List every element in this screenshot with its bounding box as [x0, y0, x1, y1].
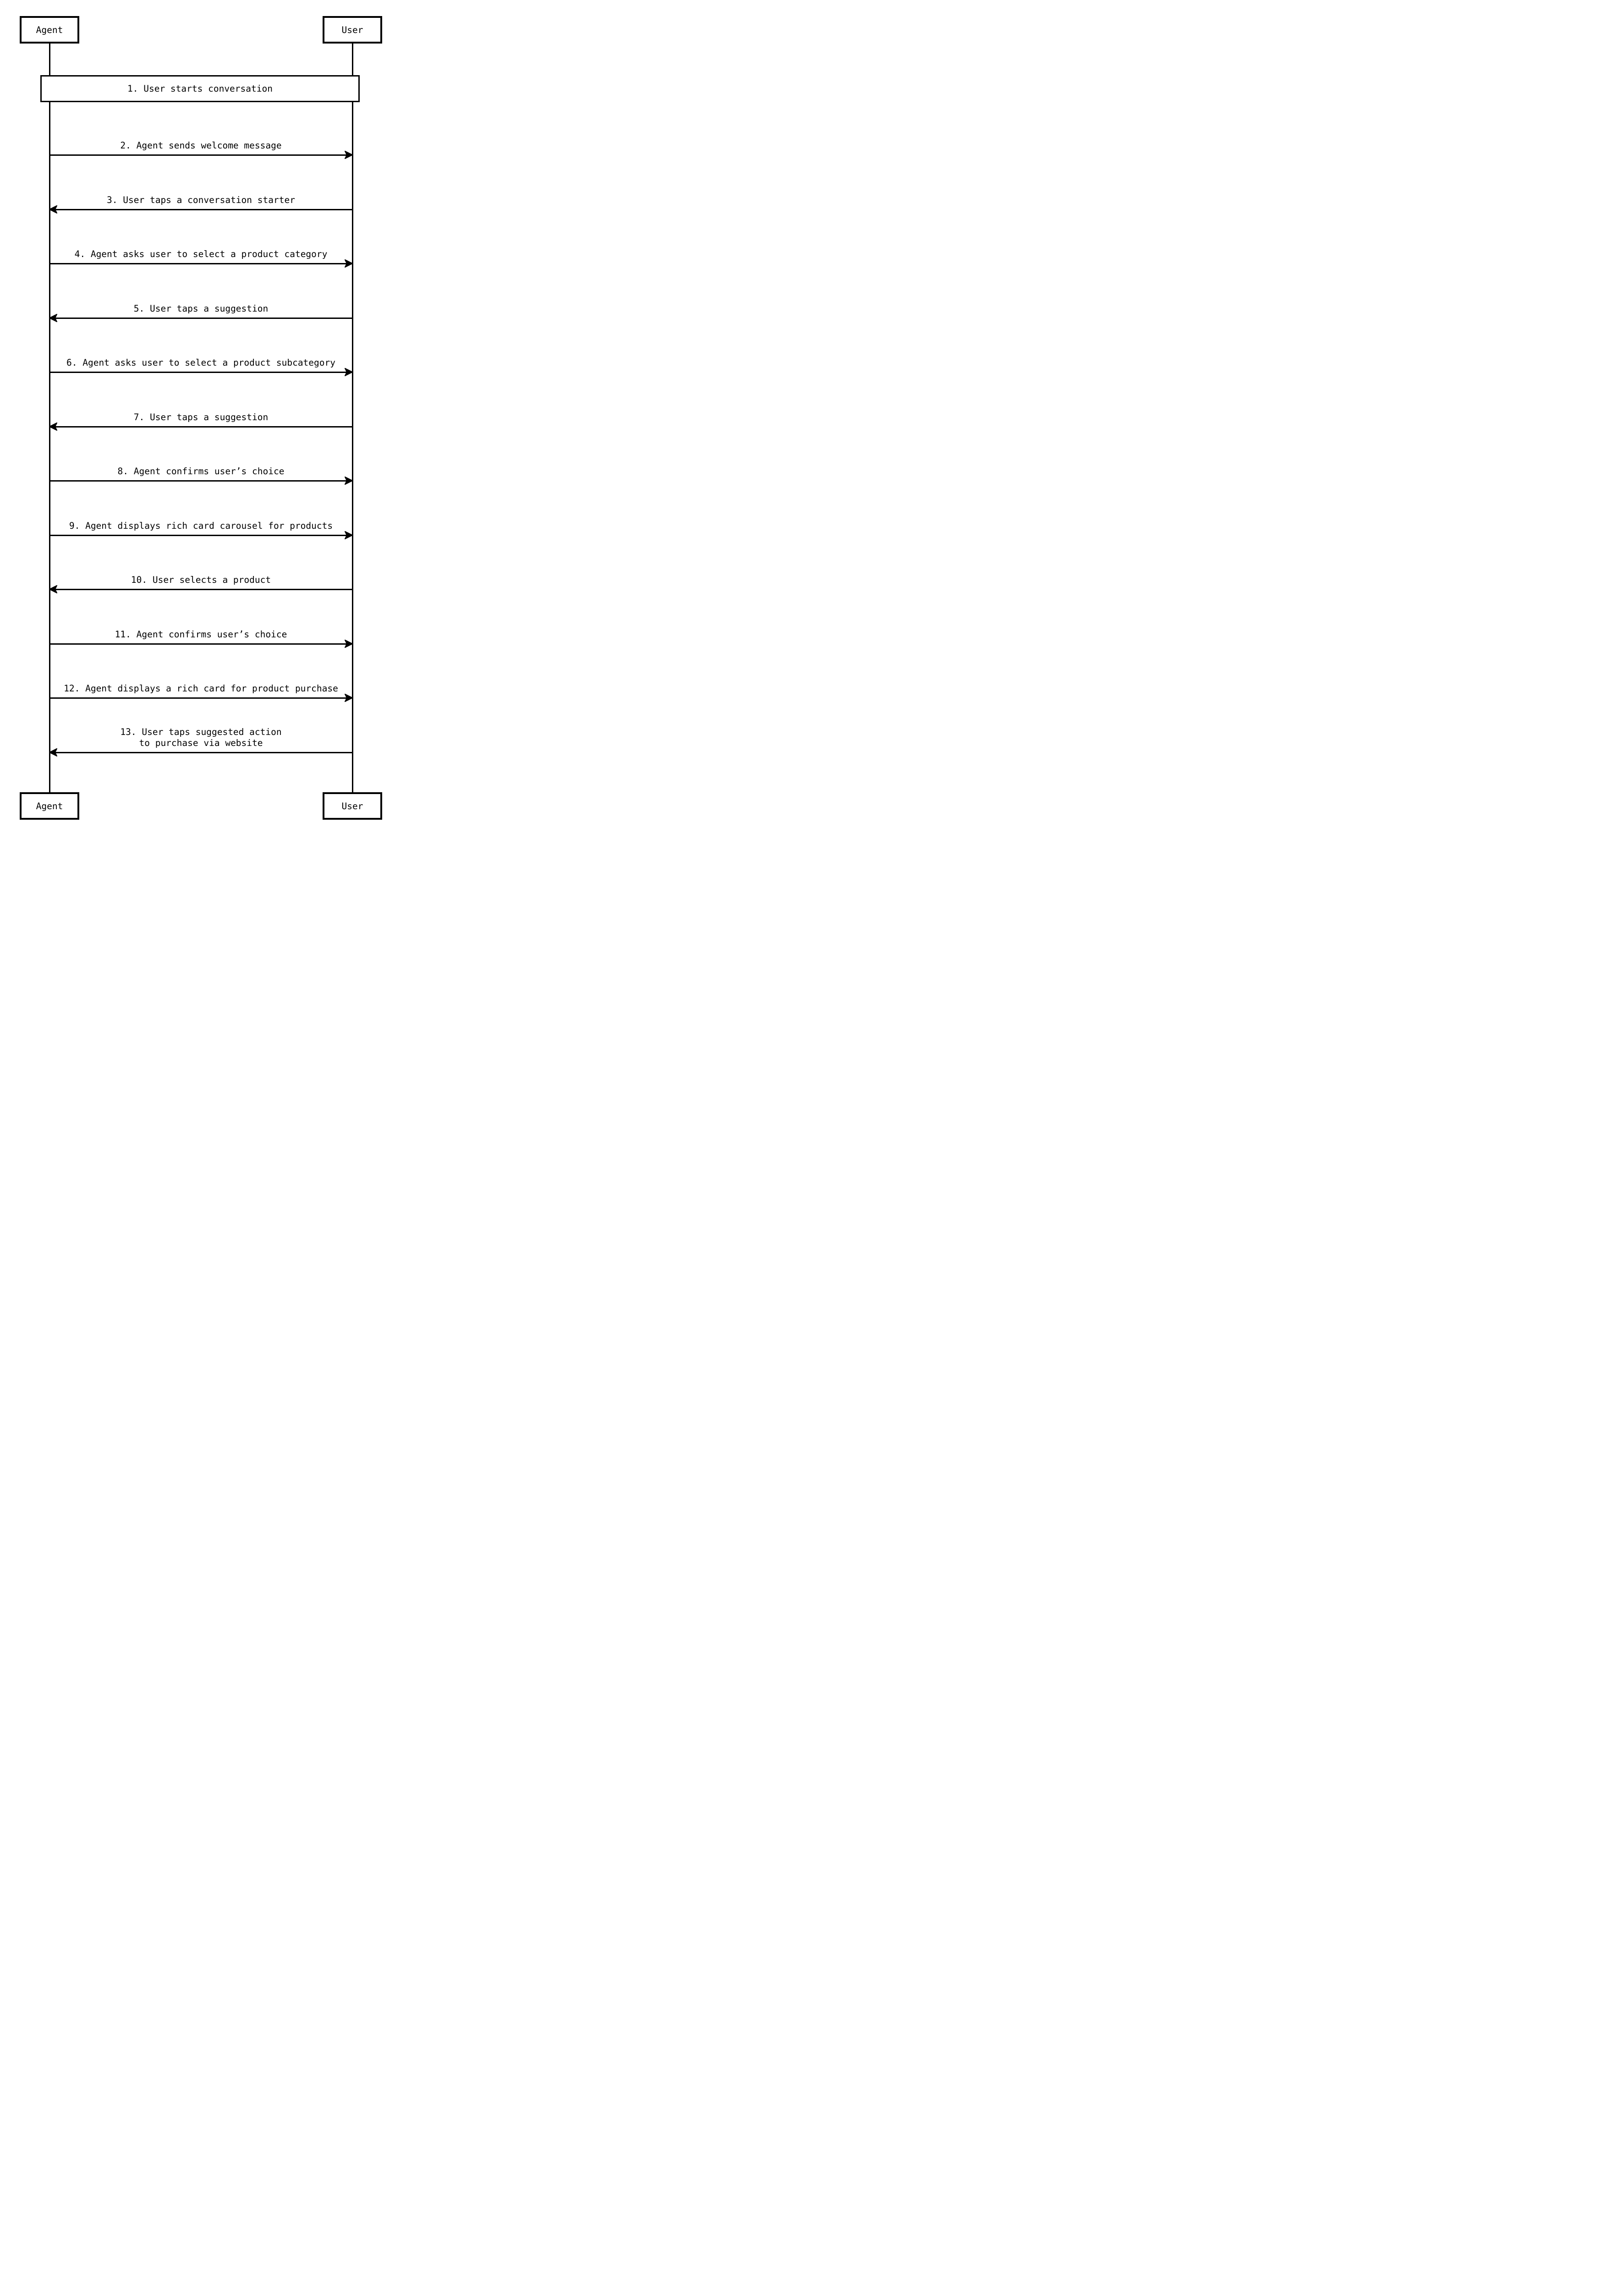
- message-arrow-line: [49, 535, 352, 536]
- message-arrow-line: [49, 154, 352, 156]
- actor-box-user-top: User: [323, 16, 382, 44]
- message-arrow-line: [49, 426, 352, 428]
- message-label: 2. Agent sends welcome message: [120, 140, 282, 151]
- message-label: 6. Agent asks user to select a product s…: [66, 357, 335, 368]
- note-label: 1. User starts conversation: [127, 83, 273, 94]
- sequence-diagram: Agent User 1. User starts conversation 2…: [0, 0, 406, 852]
- message-arrow-line: [49, 697, 352, 699]
- arrowhead-left-icon: [49, 585, 57, 593]
- arrowhead-right-icon: [345, 531, 353, 539]
- message-label: 8. Agent confirms user’s choice: [117, 466, 285, 477]
- actor-box-user-bottom: User: [323, 792, 382, 820]
- message-label: 12. Agent displays a rich card for produ…: [64, 683, 338, 694]
- message-label: 5. User taps a suggestion: [133, 303, 269, 314]
- arrowhead-left-icon: [49, 205, 57, 214]
- arrowhead-right-icon: [345, 368, 353, 376]
- message-arrow-line: [49, 589, 352, 590]
- arrowhead-left-icon: [49, 422, 57, 431]
- message-label: 10. User selects a product: [131, 575, 271, 585]
- note-box-conversation-start: 1. User starts conversation: [40, 75, 360, 102]
- actor-label-user: User: [341, 24, 363, 35]
- message-arrow-line: [49, 752, 352, 753]
- actor-box-agent-top: Agent: [20, 16, 79, 44]
- message-arrow-line: [49, 209, 352, 210]
- message-arrow-line: [49, 263, 352, 264]
- actor-box-agent-bottom: Agent: [20, 792, 79, 820]
- actor-label-user: User: [341, 800, 363, 811]
- arrowhead-right-icon: [345, 259, 353, 268]
- arrowhead-right-icon: [345, 640, 353, 648]
- message-label: 3. User taps a conversation starter: [107, 195, 295, 205]
- message-label: 4. Agent asks user to select a product c…: [74, 249, 328, 259]
- actor-label-agent: Agent: [36, 24, 63, 35]
- message-label: 7. User taps a suggestion: [133, 412, 269, 422]
- arrowhead-right-icon: [345, 694, 353, 702]
- message-arrow-line: [49, 372, 352, 373]
- arrowhead-right-icon: [345, 477, 353, 485]
- arrowhead-right-icon: [345, 151, 353, 159]
- message-arrow-line: [49, 318, 352, 319]
- message-arrow-line: [49, 480, 352, 482]
- message-label: 9. Agent displays rich card carousel for…: [69, 521, 333, 531]
- message-arrow-line: [49, 643, 352, 645]
- arrowhead-left-icon: [49, 748, 57, 756]
- lifeline-agent: [49, 43, 50, 793]
- arrowhead-left-icon: [49, 314, 57, 322]
- actor-label-agent: Agent: [36, 800, 63, 811]
- lifeline-user: [351, 43, 353, 793]
- message-label: 11. Agent confirms user’s choice: [115, 629, 287, 640]
